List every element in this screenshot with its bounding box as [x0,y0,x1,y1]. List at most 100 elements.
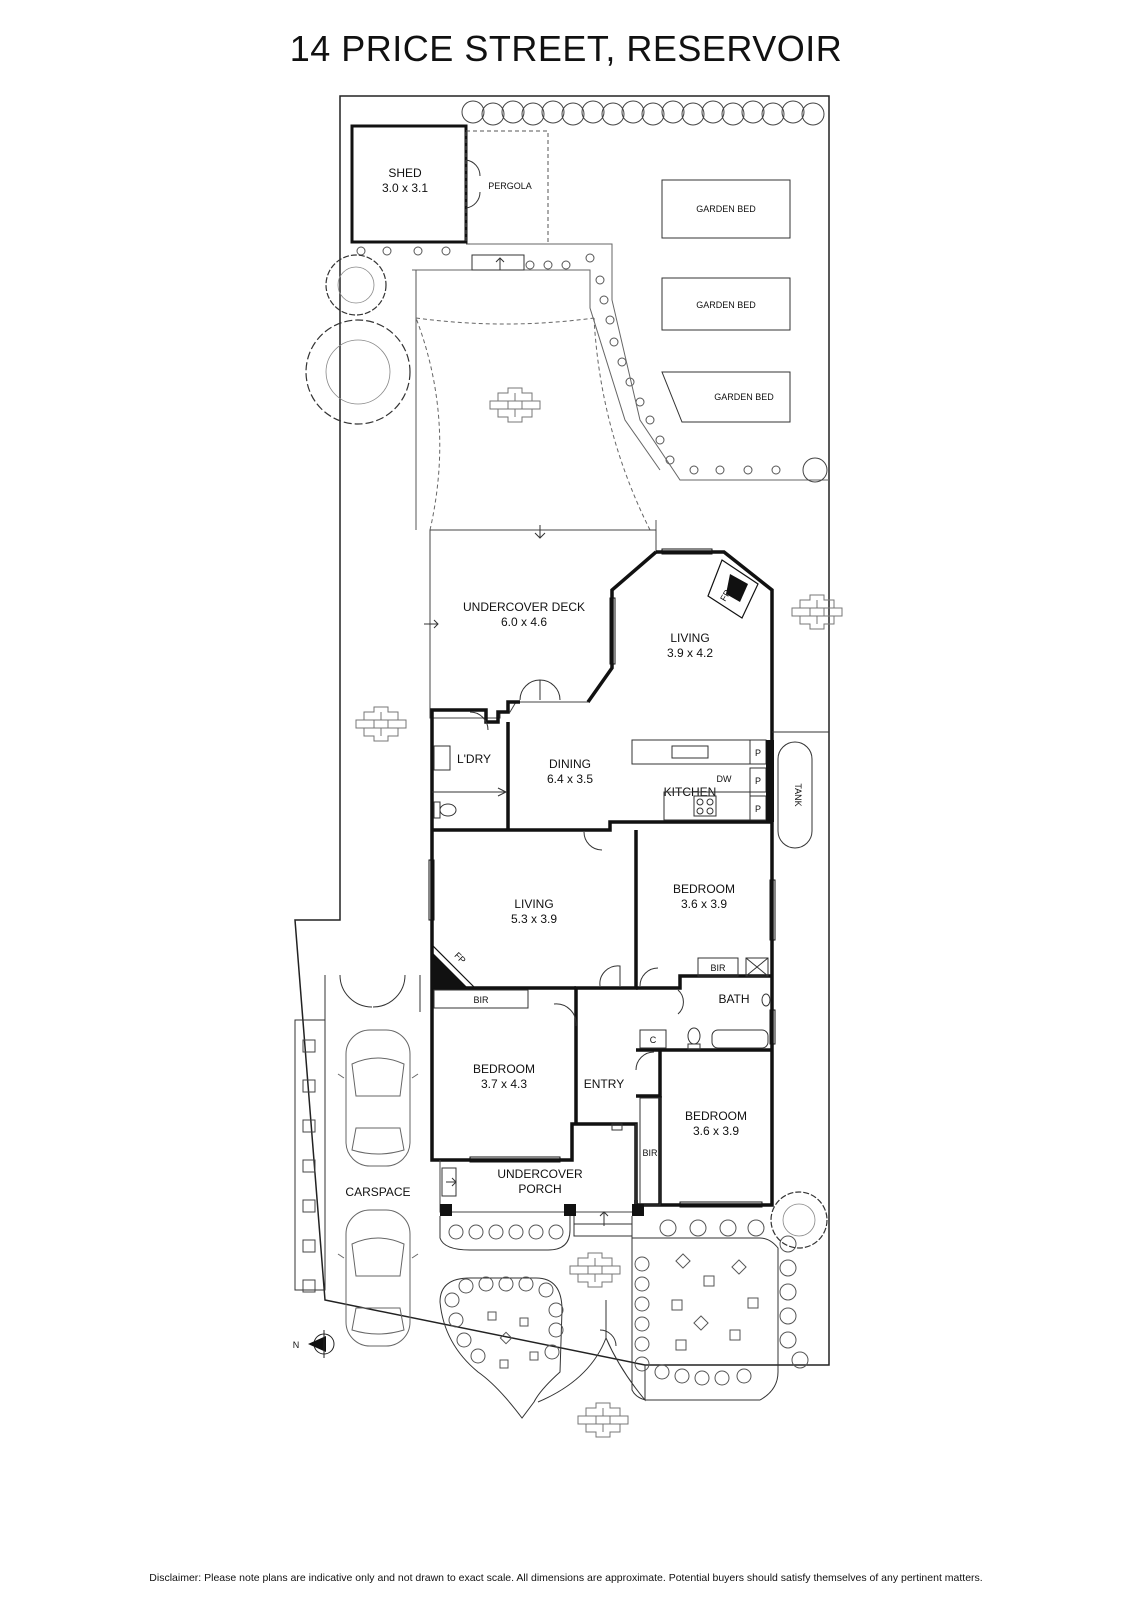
front-garden-right-plants [671,1253,759,1351]
bir-bedroom-1 [697,957,739,977]
fireplace-rear-label: FP [718,588,732,603]
water-tank [777,741,813,849]
basin [761,993,771,1007]
cupboard-label: C [650,1035,657,1045]
garden-pebbles [356,246,781,475]
undercover-porch [439,1124,637,1213]
bir-bedroom-2 [433,989,529,1009]
carspace-label: CARSPACE [345,1185,410,1199]
carport [294,1019,326,1291]
front-gate-swing [599,1329,617,1347]
deck-side-arrow-icon [424,619,439,629]
front-entry-arrow-icon [599,1211,609,1226]
shower [745,957,769,977]
porch-arrow-icon [446,1177,457,1187]
front-door [611,1123,623,1131]
undercover-deck-label: UNDERCOVER DECK [463,600,585,614]
shed-label: SHED [388,166,422,180]
front-garden-left-shrubs [444,1276,564,1364]
laundry-label: L'DRY [457,752,491,766]
living-front-dims: 5.3 x 3.9 [511,912,557,926]
garden-bed-3 [661,371,791,423]
bath-label: BATH [718,992,749,1006]
cupboard [639,1029,667,1049]
dining-dims: 6.4 x 3.5 [547,772,593,786]
kitchen-sink [671,745,709,759]
front-garden-right-shrubs [634,1219,809,1386]
bedroom-2-label: BEDROOM [473,1062,535,1076]
bir-bedroom-3-label: BIR [642,1148,658,1158]
bedroom-2-door-swing [553,1003,577,1027]
toilet-bath [687,1027,701,1050]
deck-entry-arrow-icon [534,525,546,539]
bir-bedroom-2-label: BIR [473,995,489,1005]
paving-icon-front [569,1252,621,1288]
property-boundary [294,95,830,1366]
porch-label-2: PORCH [518,1182,561,1196]
dishwasher-label: DW [717,774,732,784]
porch-post-right [632,1204,644,1216]
dining-label: DINING [549,757,591,771]
living-front-door-swing [583,831,603,851]
pantry-label-2: P [755,776,761,786]
paving-icon-path [577,1402,629,1438]
disclaimer: Disclaimer: Please note plans are indica… [149,1572,983,1584]
page-title: 14 PRICE STREET, RESERVOIR [289,28,843,69]
porch-post-left [440,1204,452,1216]
windows [428,548,776,1208]
house-walls [430,550,774,1207]
front-garden-left-plants [487,1311,539,1369]
fireplace-rear [707,559,759,619]
carport-gates [324,974,421,1020]
bathtub [711,1029,769,1049]
front-garden-right [631,1216,779,1401]
shrub-yard [802,457,828,483]
bir-bedroom-3 [639,1097,661,1206]
garden-border [412,243,829,481]
tree-left-small [325,254,387,316]
garden-bed-1 [661,179,791,239]
pergola-label: PERGOLA [488,181,532,191]
entry-label: ENTRY [584,1077,624,1091]
shed-door-swing [465,159,481,209]
bath-door-swing [677,989,684,1015]
hedge-top [461,100,825,126]
deck-doors [519,679,561,701]
garden-bed-2 [661,277,791,331]
bedroom-1-door-swing [639,967,659,987]
bedroom-1-label: BEDROOM [673,882,735,896]
hall-door-swing [599,965,621,987]
cooktop [693,795,717,817]
step-pad [471,254,525,271]
porch-label-1: UNDERCOVER [497,1167,583,1181]
undercover-deck-dims: 6.0 x 4.6 [501,615,547,629]
compass-icon [308,1330,335,1358]
compass-north-label: N [293,1340,300,1350]
paved-yard-outline [415,270,657,530]
bedroom-3-door-swing [635,1051,655,1071]
living-rear-dims: 3.9 x 4.2 [667,646,713,660]
toilet-laundry [433,801,457,819]
front-planter-shrubs [448,1224,564,1240]
living-front-label: LIVING [514,897,553,911]
bedroom-3-dims: 3.6 x 3.9 [693,1124,739,1138]
laundry-arrow-icon [432,787,508,797]
undercover-deck [429,529,657,719]
tank-label: TANK [793,783,803,806]
pantry-label-3: P [755,804,761,814]
bedroom-3-label: BEDROOM [685,1109,747,1123]
shed-dims: 3.0 x 3.1 [382,181,428,195]
tree-left-large [305,319,411,425]
car-1-icon [337,1029,419,1167]
laundry-tub [433,745,451,771]
garden-bed-1-label: GARDEN BED [696,204,756,214]
laundry-door-swing [469,711,489,731]
front-steps [573,1216,633,1237]
paving-icon-west [355,706,407,742]
fireplace-front-label: FP [453,950,468,965]
garden-bed-3-label: GARDEN BED [714,392,774,402]
front-path [537,1300,646,1403]
bedroom-2-dims: 3.7 x 4.3 [481,1077,527,1091]
front-planter [439,1216,571,1251]
